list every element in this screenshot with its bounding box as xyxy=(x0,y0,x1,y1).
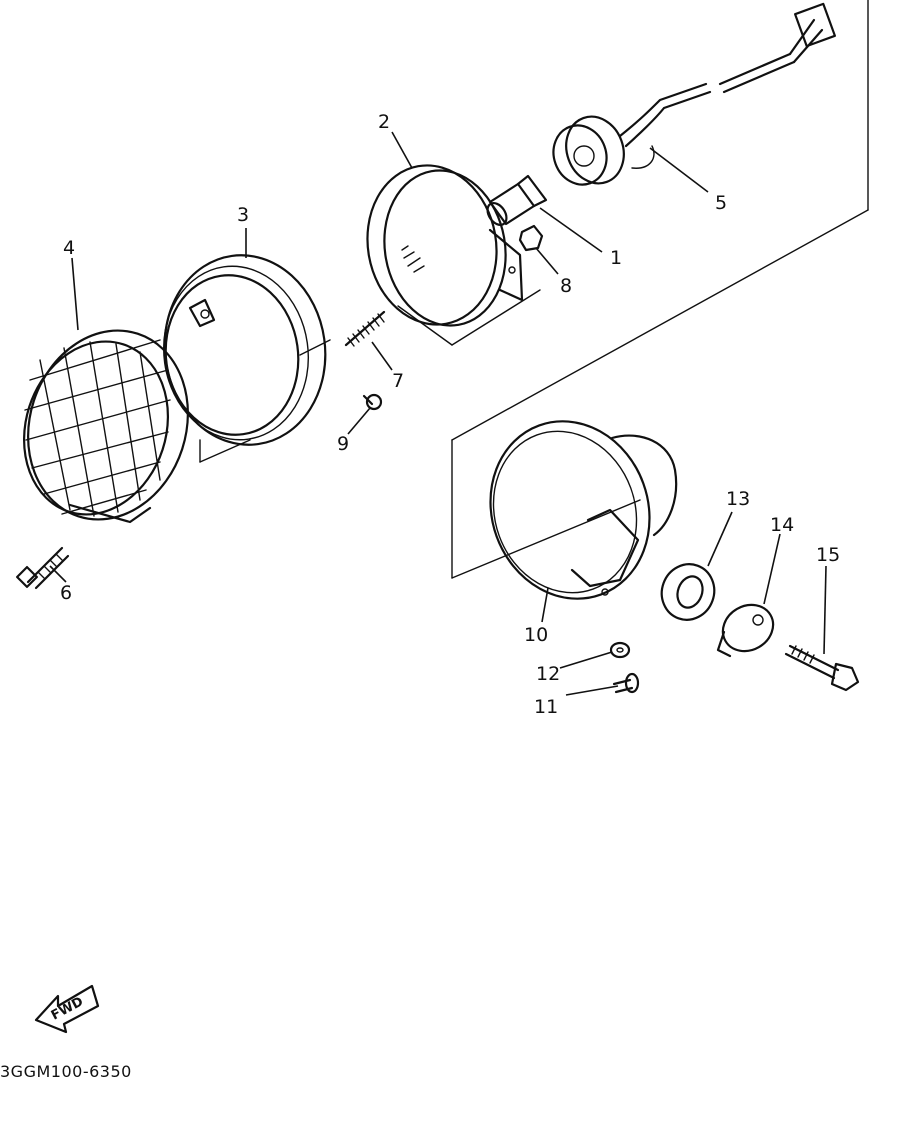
screw-part-9 xyxy=(362,393,383,411)
leader-lines xyxy=(49,131,827,696)
callout-part-9: 9 xyxy=(337,433,349,455)
callout-part-8: 8 xyxy=(560,275,572,297)
headlight-rim-part-3 xyxy=(162,254,327,446)
callout-part-3: 3 xyxy=(237,204,249,226)
callout-part-6: 6 xyxy=(60,582,72,604)
callout-part-14: 14 xyxy=(770,514,794,536)
grommet-part-13 xyxy=(660,563,716,621)
fwd-arrow-icon: FWD xyxy=(34,984,100,1034)
sealed-beam-unit-part-2 xyxy=(366,164,524,327)
washer-part-12 xyxy=(609,641,631,659)
drawing-code: 3GGM100-6350 xyxy=(0,1062,132,1081)
callout-part-5: 5 xyxy=(715,192,727,214)
bulb-part-1 xyxy=(486,174,548,227)
screw-part-6 xyxy=(16,546,70,590)
callout-part-15: 15 xyxy=(816,544,840,566)
callout-part-2: 2 xyxy=(378,111,390,133)
nut-part-8 xyxy=(518,224,544,252)
headlight-housing-part-10 xyxy=(489,420,678,600)
callout-part-7: 7 xyxy=(392,370,404,392)
headlight-guard-part-4 xyxy=(22,329,189,524)
screw-part-11 xyxy=(612,672,640,694)
callout-part-13: 13 xyxy=(726,488,750,510)
callout-part-4: 4 xyxy=(63,237,75,259)
assembly-frame-lines xyxy=(199,0,869,579)
spring-part-7 xyxy=(344,310,386,347)
callout-part-11: 11 xyxy=(534,696,558,718)
callout-part-12: 12 xyxy=(536,663,560,685)
bracket-plate-part-14 xyxy=(716,603,775,658)
callout-part-1: 1 xyxy=(610,247,622,269)
callout-part-10: 10 xyxy=(524,624,548,646)
bolt-part-15 xyxy=(784,644,860,692)
socket-cord-part-5 xyxy=(552,2,837,186)
